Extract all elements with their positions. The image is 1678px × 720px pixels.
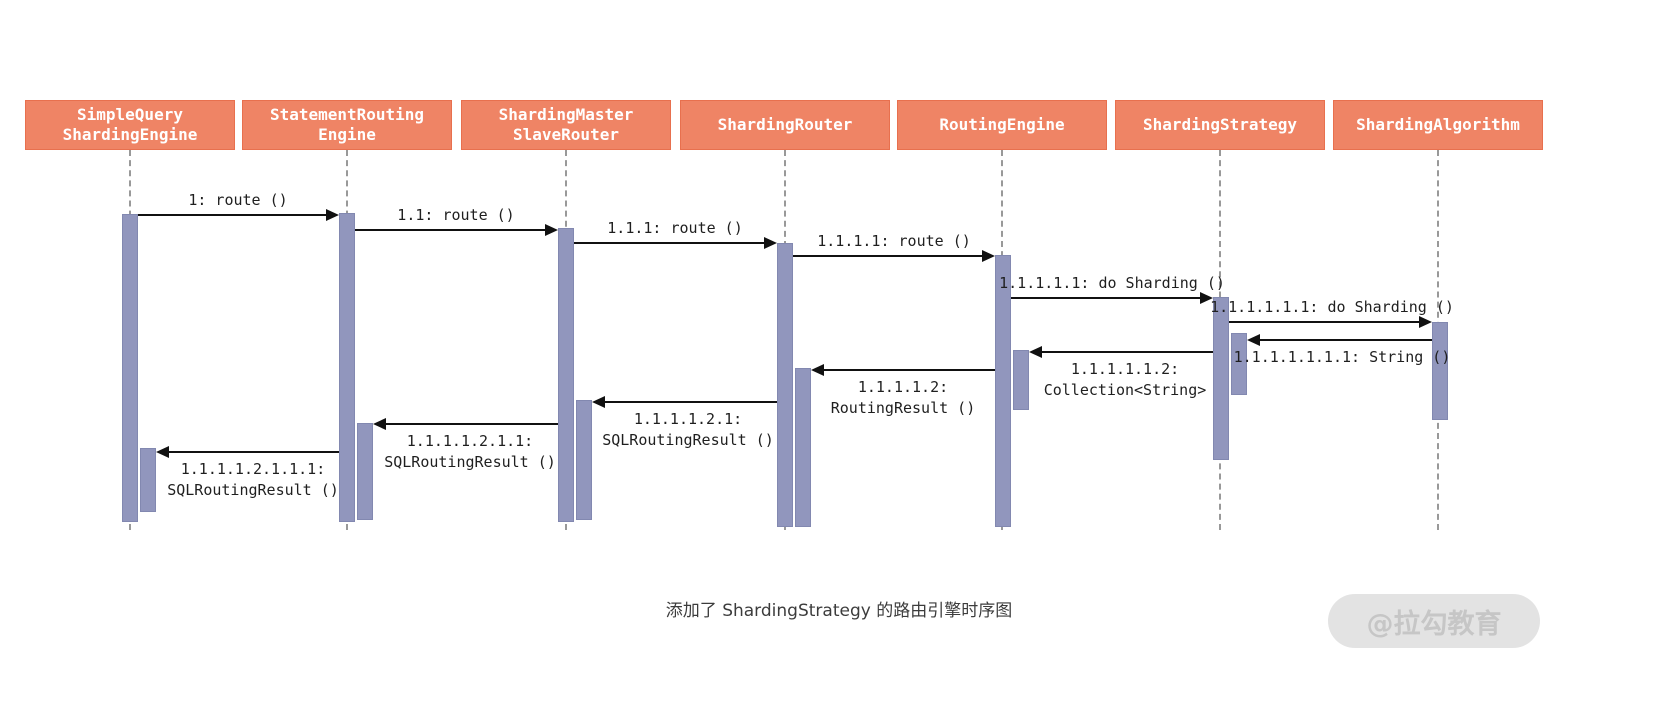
arrowhead-icon — [764, 237, 777, 249]
message-label: 1.1.1.1.1.1.1: String () — [1233, 348, 1451, 366]
message-label: 1.1.1.1: route () — [817, 232, 971, 250]
message-arrow-line — [138, 214, 327, 216]
message-arrow-line — [1229, 321, 1420, 323]
message-label: 1.1.1.1.2.1.1.1: SQLRoutingResult () — [167, 460, 339, 499]
activation-bar — [1213, 297, 1229, 460]
message-arrow-line — [355, 229, 546, 231]
message-arrow-line — [1260, 339, 1432, 341]
message-label: 1: route () — [188, 191, 288, 209]
message-arrow-line — [169, 451, 339, 453]
participant-routing-engine: RoutingEngine — [897, 100, 1107, 150]
message-label: 1.1.1.1.2.1.1: SQLRoutingResult () — [384, 432, 556, 471]
message-label: 1.1.1.1.1.1: do Sharding () — [1210, 298, 1454, 316]
arrowhead-icon — [1247, 334, 1260, 346]
message-arrow-line — [1011, 297, 1201, 299]
watermark-text: @拉勾教育 — [1366, 608, 1502, 640]
watermark-badge: @拉勾教育 — [1328, 594, 1540, 648]
arrowhead-icon — [1200, 292, 1213, 304]
arrowhead-icon — [545, 224, 558, 236]
message-arrow-line — [386, 423, 558, 425]
arrowhead-icon — [982, 250, 995, 262]
message-label: 1.1: route () — [397, 206, 515, 224]
participant-label: StatementRouting Engine — [269, 105, 425, 144]
participant-label: ShardingMaster SlaveRouter — [498, 105, 634, 144]
message-label: 1.1.1.1.2.1: SQLRoutingResult () — [602, 410, 774, 449]
participant-label: SimpleQuery ShardingEngine — [62, 105, 198, 144]
activation-bar — [558, 228, 574, 522]
arrowhead-icon — [326, 209, 339, 221]
message-label: 1.1.1.1.1: do Sharding () — [999, 274, 1225, 292]
activation-bar — [1432, 322, 1448, 420]
message-arrow-line — [605, 401, 777, 403]
arrowhead-icon — [1419, 316, 1432, 328]
message-label: 1.1.1.1.2: RoutingResult () — [830, 378, 976, 417]
activation-bar — [1013, 350, 1029, 410]
arrowhead-icon — [592, 396, 605, 408]
message-arrow-line — [574, 242, 765, 244]
participant-sharding-strategy: ShardingStrategy — [1115, 100, 1325, 150]
participant-sharding-algorithm: ShardingAlgorithm — [1333, 100, 1543, 150]
activation-bar — [140, 448, 156, 512]
participant-label: ShardingRouter — [717, 115, 853, 134]
participant-label: RoutingEngine — [939, 115, 1065, 134]
activation-bar — [995, 255, 1011, 527]
participant-simple-query-sharding-engine: SimpleQuery ShardingEngine — [25, 100, 235, 150]
arrowhead-icon — [373, 418, 386, 430]
activation-bar — [339, 213, 355, 522]
activation-bar — [777, 243, 793, 527]
message-arrow-line — [824, 369, 995, 371]
participant-label: ShardingStrategy — [1142, 115, 1298, 134]
participant-label: ShardingAlgorithm — [1356, 115, 1520, 134]
message-arrow-line — [1042, 351, 1213, 353]
participant-sharding-router: ShardingRouter — [680, 100, 890, 150]
message-label: 1.1.1.1.1.2: Collection<String> — [1043, 360, 1207, 399]
message-arrow-line — [793, 255, 983, 257]
participant-sharding-master-slave-router: ShardingMaster SlaveRouter — [461, 100, 671, 150]
arrowhead-icon — [811, 364, 824, 376]
activation-bar — [1231, 333, 1247, 395]
arrowhead-icon — [156, 446, 169, 458]
message-label: 1.1.1: route () — [607, 219, 743, 237]
activation-bar — [576, 400, 592, 520]
arrowhead-icon — [1029, 346, 1042, 358]
activation-bar — [357, 423, 373, 520]
activation-bar — [122, 214, 138, 522]
participant-statement-routing-engine: StatementRouting Engine — [242, 100, 452, 150]
diagram-caption: 添加了 ShardingStrategy 的路由引擎时序图 — [665, 601, 1013, 621]
activation-bar — [795, 368, 811, 527]
